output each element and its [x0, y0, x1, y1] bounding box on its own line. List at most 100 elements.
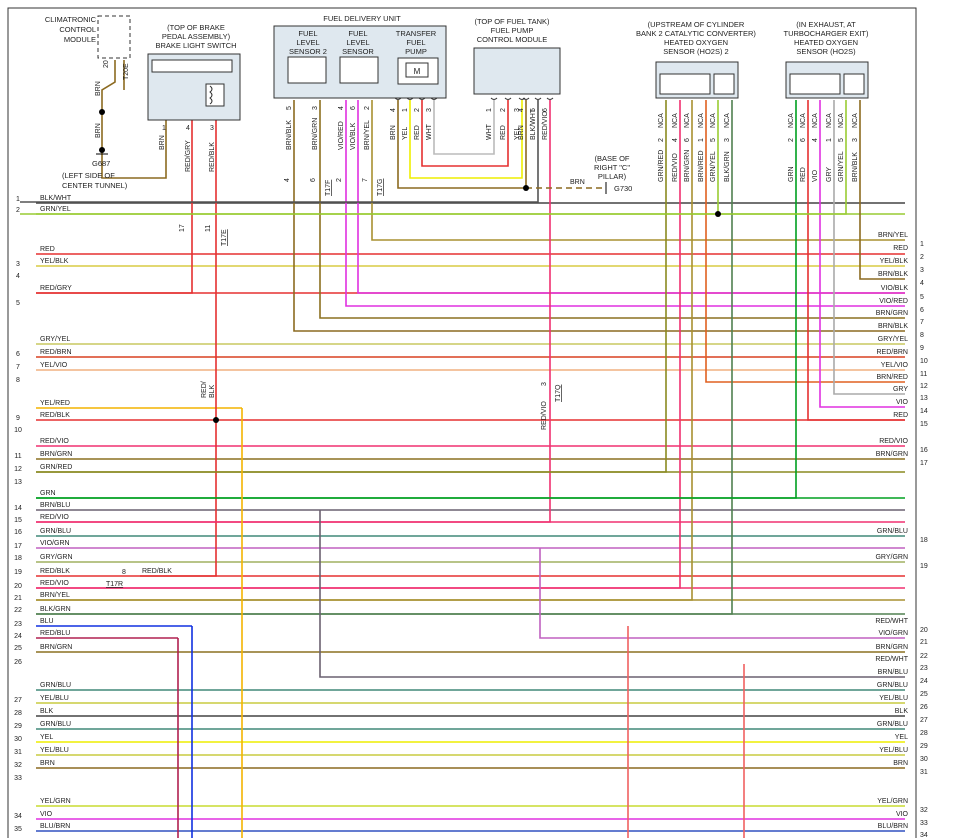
right-row-label: BRN/YEL: [878, 232, 908, 239]
fpcm-wire: RED: [414, 125, 421, 140]
left-row-number: 14: [14, 505, 22, 512]
splice-dot: [99, 147, 105, 153]
left-row-number: 29: [14, 723, 22, 730]
left-row-number: 30: [14, 736, 22, 743]
left-row-number: 16: [14, 529, 22, 536]
left-row-number: 24: [14, 633, 22, 640]
fdu-label: FUEL DELIVERY UNIT: [323, 14, 401, 23]
right-row-number: 15: [920, 421, 928, 428]
right-row-label: BRN/BLK: [878, 323, 908, 330]
fpcm-pin: 2: [500, 108, 507, 112]
t17f-pin-a: 4: [284, 178, 291, 182]
right-row-label: YEL/GRN: [877, 798, 908, 805]
sensor-pin: 2: [788, 138, 795, 142]
right-bus-rows: BRN/YEL1RED2YEL/BLK3BRN/BLK4VIO/BLK5VIO/…: [875, 232, 928, 838]
left-row-number: 21: [14, 595, 22, 602]
ho2s-label-1: (IN EXHAUST, AT: [796, 20, 856, 29]
ho2s-2-pins: NCA2GRN/REDNCA4RED/VIONCA6BRN/GRNNCA1BRN…: [658, 113, 731, 182]
right-row-number: 27: [920, 717, 928, 724]
wiring-connections: [20, 60, 905, 838]
brake-label-3: BRAKE LIGHT SWITCH: [155, 41, 236, 50]
left-row-label: BLU: [40, 618, 54, 625]
wire-ho2s-grn-yel: [718, 100, 847, 215]
left-row-number: 27: [14, 697, 22, 704]
right-row-number: 32: [920, 807, 928, 814]
right-row-number: 24: [920, 678, 928, 685]
sensor-wire: BLK/GRN: [724, 151, 731, 182]
fpcm-wire: YEL: [514, 127, 521, 140]
left-row: 24 BLU: [14, 618, 192, 640]
right-row-number: 5: [920, 294, 924, 301]
right-row-number: 18: [920, 537, 928, 544]
red-blk-vertical-1: RED/: [201, 381, 208, 398]
fdu-sub3-l2: FUEL: [406, 38, 425, 47]
right-row-number: 28: [920, 730, 928, 737]
pin-cap: [522, 97, 530, 100]
t17r-pin: 8: [122, 569, 126, 576]
g730-wire: BRN: [570, 179, 585, 186]
left-row-label: RED/BLU: [40, 630, 70, 637]
sensor-pin: 4: [812, 138, 819, 142]
climatronic-label-2: CONTROL: [59, 25, 96, 34]
right-row-number: 16: [920, 447, 928, 454]
right-row-label: VIO: [896, 811, 909, 818]
connector-labels: 17 11 T17E 4 6 T17F 2 7 T17G 3 T17Q RED/…: [106, 178, 562, 588]
wire-fdu-brn-grn: [319, 100, 905, 319]
right-row-label: BLK: [895, 708, 909, 715]
fdu-sub2-l1: FUEL: [348, 29, 367, 38]
wire-pump-yel: [409, 100, 523, 179]
fdu-sub3-l1: TRANSFER: [396, 29, 437, 38]
nca-label: NCA: [812, 113, 819, 128]
fdu-sub2-l3: SENSOR: [342, 47, 374, 56]
wire-brake-red-gry: [36, 118, 193, 294]
g687-note-2: CENTER TUNNEL): [62, 181, 128, 190]
left-row-label: BLK/GRN: [40, 606, 71, 613]
wire-pump-wht: [433, 100, 495, 155]
fdu-wire: VIO/RED: [338, 121, 345, 150]
sensor-wire: VIO: [812, 169, 819, 182]
right-row-label: RED/VIO: [879, 438, 908, 445]
left-row-label: YEL/BLU: [40, 747, 69, 754]
right-row-label: RED: [893, 245, 908, 252]
right-row-number: 25: [920, 691, 928, 698]
left-row-number: 34: [14, 813, 22, 820]
right-row: GRY/YEL 9: [878, 336, 924, 352]
right-row-label: GRY/YEL: [878, 336, 908, 343]
left-row-label: GRN/BLU: [40, 682, 71, 689]
wire-pump-brn: [397, 100, 526, 189]
right-row-number: 20: [920, 627, 928, 634]
fdu-wire: BRN/BLK: [286, 120, 293, 150]
right-row-number: 8: [920, 332, 924, 339]
fpcm-pin: 1: [402, 108, 409, 112]
sensor-wire: GRN/RED: [658, 150, 665, 182]
t17q-pin: 3: [541, 382, 548, 386]
climatronic-connector: T20E: [123, 63, 130, 80]
left-row-number: 12: [14, 466, 22, 473]
wire-pump-blk-wht: [20, 100, 539, 203]
brake-pin-2: 4: [186, 125, 190, 132]
splice-dot: [715, 211, 721, 217]
right-row-label: VIO/BLK: [881, 285, 909, 292]
brake-light-switch: (TOP OF BRAKE PEDAL ASSEMBLY) BRAKE LIGH…: [147, 23, 241, 172]
red-vio-vertical-label: RED/VIO: [541, 401, 548, 430]
right-row-number: 19: [920, 563, 928, 570]
right-row-number: 9: [920, 345, 924, 352]
left-row-label: BRN: [40, 760, 55, 767]
left-row-number: 35: [14, 826, 22, 833]
